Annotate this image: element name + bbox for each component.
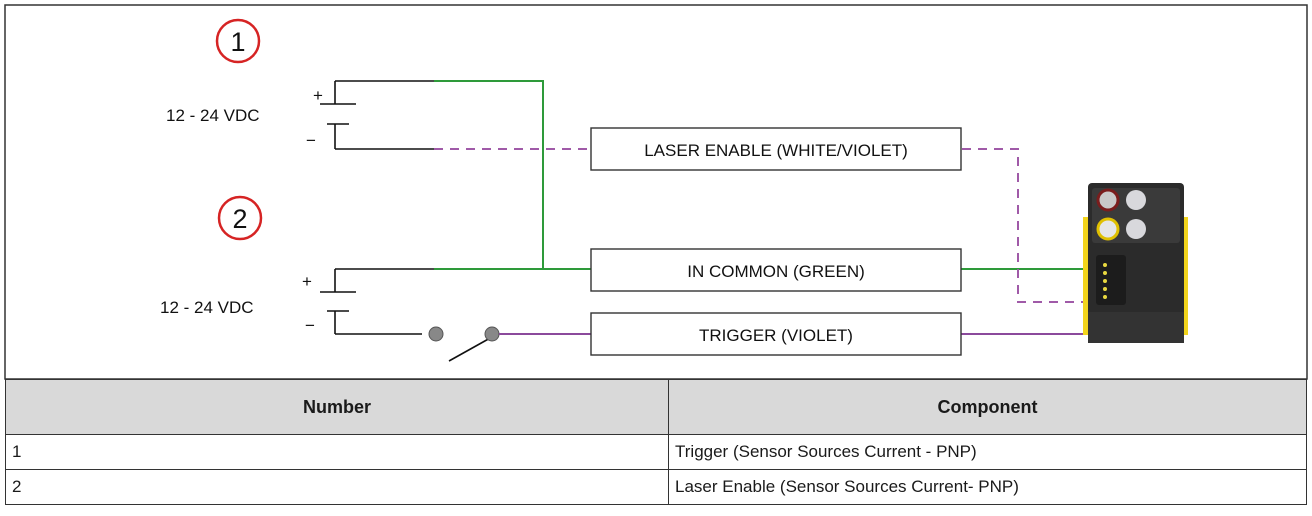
svg-text:LASER ENABLE (WHITE/VIOLET): LASER ENABLE (WHITE/VIOLET) [644, 141, 908, 160]
svg-text:TRIGGER (VIOLET): TRIGGER (VIOLET) [699, 326, 853, 345]
trigger-box: TRIGGER (VIOLET) [590, 312, 962, 356]
table-row: 2 Laser Enable (Sensor Sources Current- … [5, 469, 1307, 505]
battery-2-minus: − [305, 316, 315, 335]
header-number: Number [5, 379, 669, 435]
sensor-device-image [1083, 183, 1188, 343]
cell-component: Trigger (Sensor Sources Current - PNP) [668, 434, 1307, 470]
battery-1-minus: − [306, 131, 316, 150]
cell-number: 1 [5, 434, 669, 470]
svg-text:1: 1 [230, 27, 245, 57]
table-header-row: Number Component [5, 379, 1307, 435]
table-row: 1 Trigger (Sensor Sources Current - PNP) [5, 434, 1307, 470]
battery-1-symbol [320, 80, 434, 150]
battery-2-symbol [320, 268, 434, 335]
laser-enable-box: LASER ENABLE (WHITE/VIOLET) [590, 127, 962, 171]
battery-2-voltage: 12 - 24 VDC [160, 298, 254, 317]
svg-text:IN COMMON (GREEN): IN COMMON (GREEN) [687, 262, 865, 281]
battery-2-plus: + [302, 272, 312, 291]
green-wire [434, 80, 1088, 270]
trigger-switch [428, 326, 500, 362]
battery-1-plus: + [313, 86, 323, 105]
cell-number: 2 [5, 469, 669, 505]
svg-text:2: 2 [232, 204, 247, 234]
callout-1: 1 [215, 18, 261, 64]
callout-2: 2 [217, 195, 263, 241]
battery-1-voltage: 12 - 24 VDC [166, 106, 260, 125]
cell-component: Laser Enable (Sensor Sources Current- PN… [668, 469, 1307, 505]
component-table: Number Component 1 Trigger (Sensor Sourc… [5, 379, 1307, 505]
in-common-box: IN COMMON (GREEN) [590, 248, 962, 292]
header-component: Component [668, 379, 1307, 435]
laser-enable-dashed-wire [434, 148, 1088, 303]
